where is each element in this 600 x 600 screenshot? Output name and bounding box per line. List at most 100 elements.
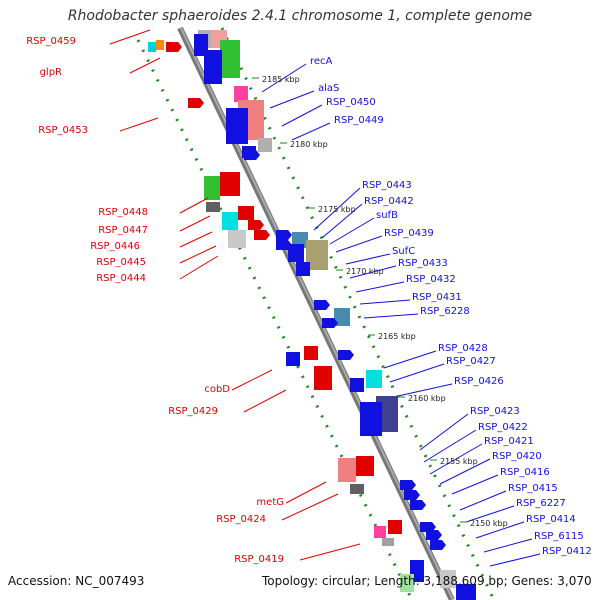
gene-feature-box [204, 176, 220, 200]
gene-label-left[interactable]: RSP_0429 [168, 406, 218, 417]
leader-line [423, 429, 477, 463]
leader-line [291, 122, 331, 141]
gene-arrow [426, 530, 442, 540]
gene-feature-box [234, 86, 248, 102]
leader-line [475, 521, 525, 539]
gene-feature-box [238, 206, 254, 220]
gene-label-right[interactable]: RSP_0439 [384, 228, 434, 239]
gene-feature-box [350, 484, 364, 494]
gene-label-right[interactable]: RSP_0427 [446, 356, 496, 367]
leader-line [465, 505, 515, 523]
gene-feature-box [288, 244, 304, 262]
leader-line [429, 443, 483, 475]
gene-label-right[interactable]: SufC [392, 246, 415, 257]
leader-line [439, 458, 491, 485]
gene-label-left[interactable]: RSP_0447 [98, 225, 148, 236]
gene-label-left[interactable]: RSP_0446 [90, 241, 140, 252]
gene-label-left[interactable]: RSP_0419 [234, 554, 284, 565]
leader-line [285, 481, 327, 504]
gene-label-left[interactable]: RSP_0448 [98, 207, 148, 218]
gene-feature-box [334, 308, 350, 326]
leader-line [299, 543, 361, 561]
leader-line [119, 117, 159, 132]
leader-line [179, 255, 219, 280]
gene-label-right[interactable]: RSP_0426 [454, 376, 504, 387]
leader-line [359, 299, 411, 305]
gene-arrow [430, 540, 446, 550]
leader-line [451, 474, 499, 495]
leader-line [179, 215, 211, 232]
gene-label-right[interactable]: RSP_6228 [420, 306, 470, 317]
gene-feature-box [148, 42, 156, 52]
gene-label-right[interactable]: RSP_6227 [516, 498, 566, 509]
kbp-tick-label: 2175 kbp [318, 205, 356, 214]
leader-line [419, 413, 469, 451]
leader-line [355, 281, 405, 293]
gene-label-right[interactable]: RSP_0432 [406, 274, 456, 285]
page-title: Rhodobacter sphaeroides 2.4.1 chromosome… [67, 8, 533, 24]
gene-label-right[interactable]: RSP_0412 [542, 546, 592, 557]
gene-label-left[interactable]: RSP_0444 [96, 273, 146, 284]
leader-line [483, 538, 533, 553]
gene-label-right[interactable]: RSP_0433 [398, 258, 448, 269]
gene-label-left[interactable]: RSP_0424 [216, 514, 266, 525]
leader-line [109, 29, 151, 45]
gene-label-left[interactable]: cobD [204, 384, 230, 395]
gene-feature-box [356, 456, 374, 476]
leader-line [349, 265, 397, 279]
gene-arrow [322, 318, 338, 328]
gene-feature-box [156, 40, 164, 50]
gene-label-left[interactable]: RSP_0453 [38, 125, 88, 136]
gene-label-right[interactable]: RSP_0420 [492, 451, 542, 462]
gene-label-right[interactable]: RSP_0449 [334, 115, 384, 126]
leader-line [179, 231, 213, 248]
gene-arrow [314, 300, 330, 310]
gene-label-right[interactable]: RSP_0450 [326, 97, 376, 108]
gene-label-right[interactable]: RSP_0428 [438, 343, 488, 354]
gene-label-right[interactable]: RSP_0422 [478, 422, 528, 433]
kbp-tick-label: 2180 kbp [290, 140, 328, 149]
label-leader-lines [109, 29, 541, 567]
leader-line [179, 197, 209, 214]
gene-feature-box [206, 202, 220, 212]
gene-label-right[interactable]: RSP_0415 [508, 483, 558, 494]
gene-label-right[interactable]: RSP_0423 [470, 406, 520, 417]
leader-line [363, 313, 419, 319]
gene-feature-box [226, 108, 248, 144]
gene-label-right[interactable]: RSP_0442 [364, 196, 414, 207]
gene-feature-box [388, 520, 402, 534]
gene-feature-box [440, 570, 456, 588]
gene-feature-box [456, 584, 476, 600]
gene-label-left[interactable]: RSP_0459 [26, 36, 76, 47]
kbp-tick-label: 2170 kbp [346, 267, 384, 276]
gene-feature-box [306, 240, 328, 270]
gene-arrow [400, 480, 416, 490]
genome-summary-text: Topology: circular; Length: 3,188,609 bp… [262, 574, 592, 588]
kbp-tick-label: 2155 kbp [440, 457, 478, 466]
gene-arrow [254, 230, 270, 240]
gene-feature-box [314, 366, 332, 390]
accession-text: Accession: NC_007493 [8, 574, 145, 588]
gene-arrow [410, 500, 426, 510]
gene-label-right[interactable]: RSP_0421 [484, 436, 534, 447]
leader-line [281, 493, 339, 521]
gene-label-right[interactable]: RSP_0431 [412, 292, 462, 303]
gene-label-right[interactable]: sufB [376, 210, 398, 221]
leader-line [321, 203, 363, 239]
gene-label-right[interactable]: RSP_0414 [526, 514, 576, 525]
gene-label-right[interactable]: RSP_6115 [534, 531, 584, 542]
leader-line [329, 217, 375, 245]
gene-label-right[interactable]: RSP_0443 [362, 180, 412, 191]
gene-label-right[interactable]: alaS [318, 83, 339, 94]
gene-label-right[interactable]: recA [310, 56, 333, 67]
gene-feature-box [220, 40, 240, 78]
gene-label-left[interactable]: metG [256, 497, 284, 508]
gene-feature-box [296, 262, 310, 276]
gene-feature-box [366, 370, 382, 388]
gene-label-left[interactable]: RSP_0445 [96, 257, 146, 268]
gene-feature-box [228, 230, 246, 248]
leader-line [389, 363, 445, 383]
gene-label-right[interactable]: RSP_0416 [500, 467, 550, 478]
gene-label-left[interactable]: glpR [40, 67, 62, 78]
